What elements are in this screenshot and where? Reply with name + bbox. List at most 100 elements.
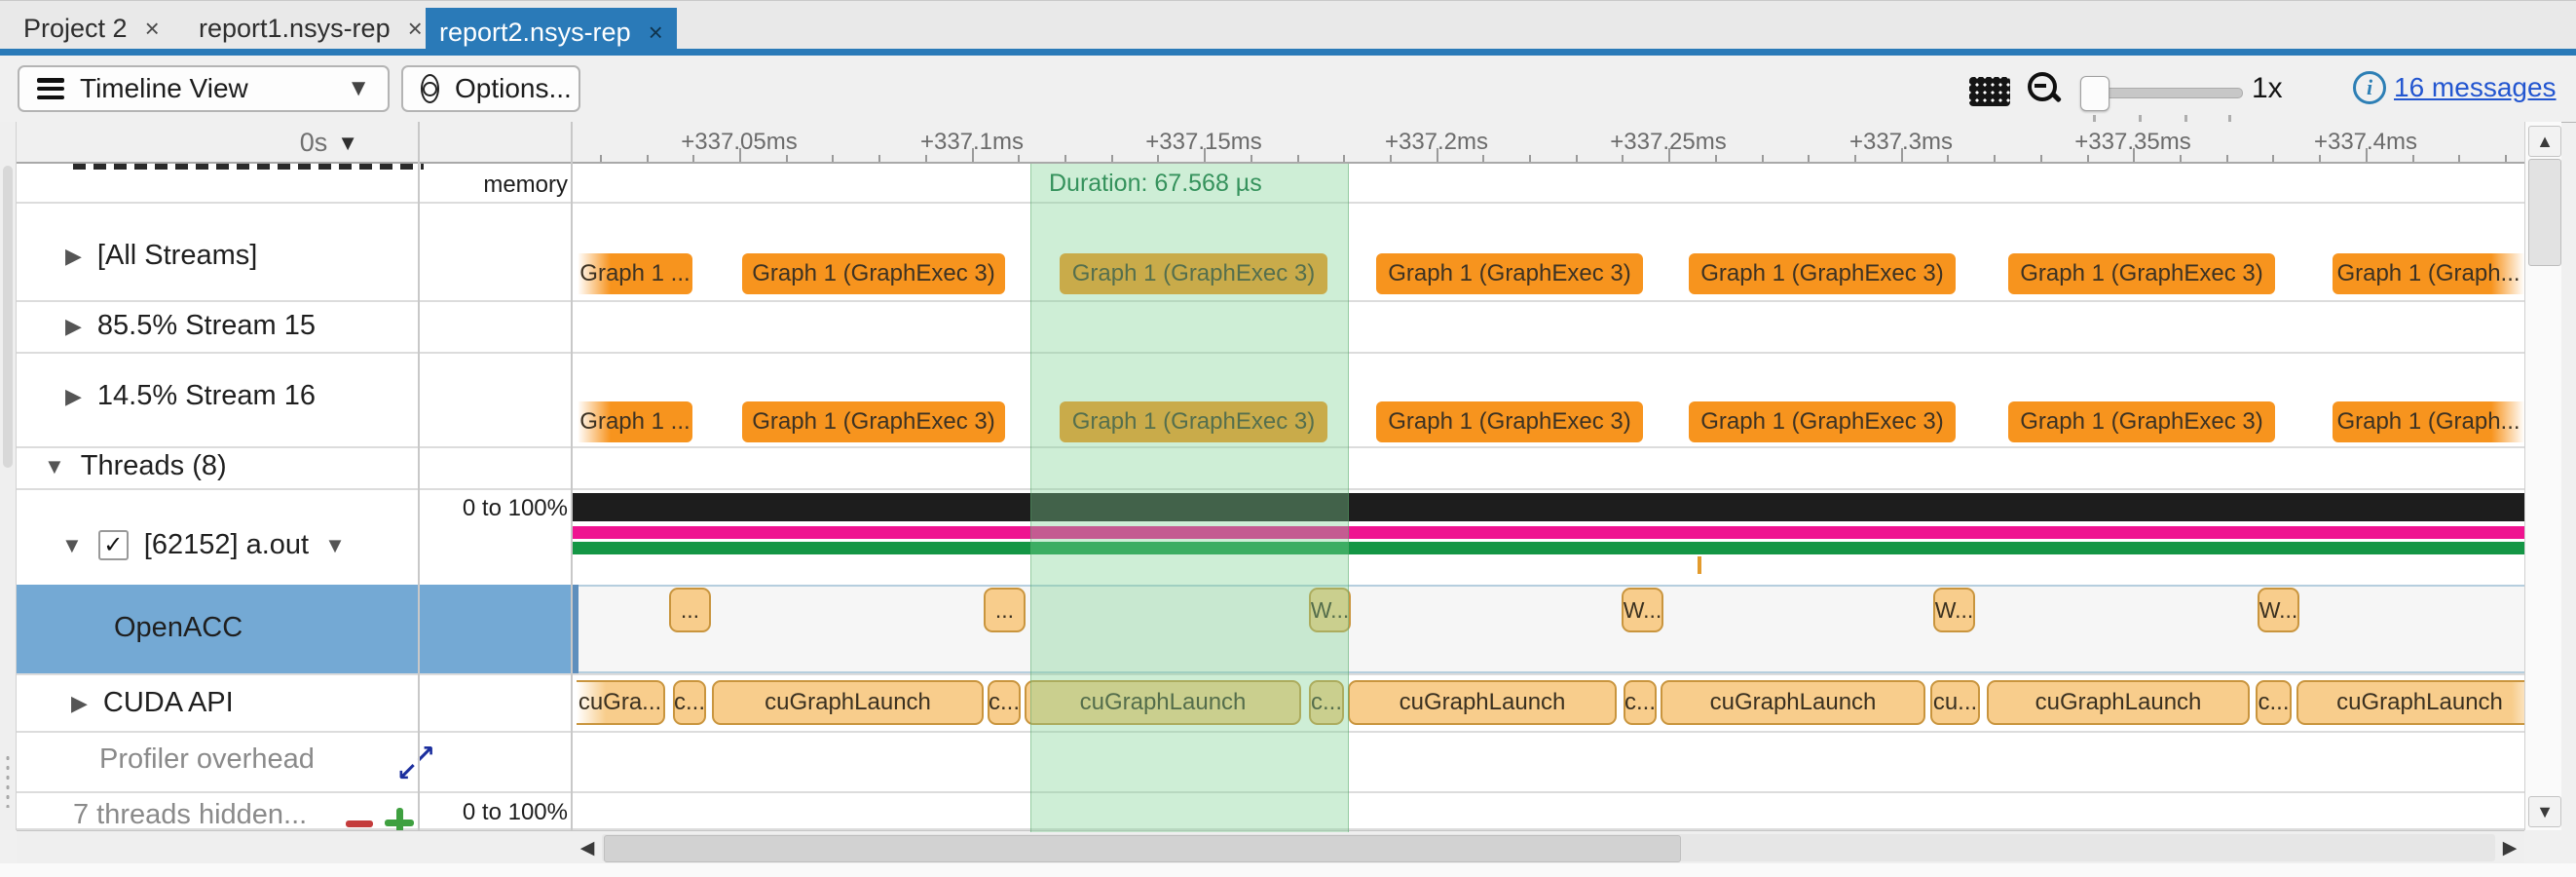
ruler-tick [2365,148,2368,162]
thread-state-bar[interactable] [572,526,2541,539]
sidebar-item-hidden-threads[interactable]: 7 threads hidden... [73,799,307,831]
graph-event-bar[interactable]: Graph 1 (GraphExec 3) [1376,253,1643,294]
openacc-row-highlight[interactable] [420,585,572,673]
options-button[interactable]: Options... [401,65,580,112]
row-label-text: CUDA API [102,687,234,718]
sidebar-item-process-aout[interactable]: ▼ ✓ [62152] a.out ▼ [61,529,346,561]
row-divider [17,731,2524,733]
ruler-origin[interactable]: 0s ▼ [300,128,358,158]
close-icon[interactable]: × [407,13,423,43]
horizontal-scrollbar[interactable]: ◀ ▶ [17,830,2524,863]
cuda-api-event-bar[interactable]: c... [673,680,706,725]
expand-triangle-icon[interactable]: ▶ [71,690,88,715]
view-selector-dropdown[interactable]: Timeline View ▼ [18,65,390,112]
cuda-api-event-bar[interactable]: cuGraphLaunch [1025,680,1301,725]
expand-triangle-icon[interactable]: ▶ [65,383,82,408]
row-label-text: 14.5% Stream 16 [96,380,316,411]
right-vertical-scrollbar[interactable]: ▲ ▼ [2524,122,2561,830]
event-marker[interactable] [1698,556,1701,574]
sidebar-item-profiler-overhead[interactable]: Profiler overhead [99,744,315,776]
graph-event-bar[interactable]: Graph 1 (GraphExec 3) [1376,401,1643,442]
scroll-right-icon[interactable]: ▶ [2502,837,2518,858]
cuda-api-event-bar[interactable]: cuGraphLaunch [1987,680,2250,725]
close-icon[interactable]: × [648,17,663,47]
add-icon[interactable] [385,808,414,837]
scroll-up-icon[interactable]: ▲ [2528,126,2561,157]
process-checkbox[interactable]: ✓ [97,530,129,560]
sidebar-item-openacc[interactable]: OpenACC [114,612,243,644]
openacc-event-box[interactable]: W... [1309,588,1351,632]
cuda-api-event-bar[interactable]: c... [2256,680,2292,725]
cuda-api-event-bar[interactable]: c... [1309,680,1344,725]
graph-event-bar[interactable]: Graph 1 (GraphExec 3) [1689,401,1956,442]
event-label: Graph 1 (GraphExec 3) [1700,408,1944,435]
thread-state-bar[interactable] [572,542,2541,554]
ruler-tick [1110,155,1113,162]
row-divider [17,828,2524,830]
ruler-time-label: +337.25ms [1610,129,1727,155]
scroll-left-icon[interactable]: ◀ [579,837,595,858]
openacc-event-box[interactable]: ... [984,588,1026,632]
graph-event-bar[interactable]: Graph 1 (GraphExec 3) [2008,401,2275,442]
left-vertical-scrollbar[interactable] [0,122,17,830]
chevron-down-icon[interactable]: ▼ [324,532,346,557]
sidebar-item-all-streams[interactable]: ▶ [All Streams] [65,240,257,272]
graph-event-bar[interactable]: Graph 1 (GraphExec 3) [742,401,1005,442]
graph-event-bar[interactable]: Graph 1 ... [578,253,692,294]
expand-triangle-icon[interactable]: ▶ [65,243,82,268]
collapse-triangle-icon[interactable]: ▼ [44,453,65,478]
row-label-text: OpenACC [114,612,243,643]
chevron-down-icon: ▼ [347,75,370,101]
thread-state-bar-running[interactable] [572,493,2541,521]
openacc-event-box[interactable]: W... [1622,588,1663,632]
collapse-triangle-icon[interactable]: ▼ [61,532,83,557]
tab-project[interactable]: Project 2 × [10,8,173,49]
graph-event-bar[interactable]: Graph 1 (GraphExec 3) [1689,253,1956,294]
cuda-api-event-bar[interactable]: cuGra... [577,680,665,725]
sidebar-item-threads[interactable]: ▼ Threads (8) [44,450,227,482]
zoom-out-icon[interactable] [2028,72,2063,103]
tab-report2-active[interactable]: report2.nsys-rep × [426,8,677,57]
expand-triangle-icon[interactable]: ▶ [65,313,82,338]
info-icon[interactable]: i [2353,71,2386,104]
cuda-api-event-bar[interactable]: c... [1624,680,1657,725]
scrollbar-thumb[interactable] [3,166,13,468]
sidebar-item-cuda-api[interactable]: ▶ CUDA API [71,687,234,719]
cuda-api-event-bar[interactable]: cuGraphLaunch [1348,680,1617,725]
graph-event-bar[interactable]: Graph 1 (Graph... [2333,401,2524,442]
scrollbar-thumb[interactable] [604,835,1681,862]
expand-row-icon[interactable]: ↗↙ [396,740,435,786]
graph-event-bar[interactable]: Graph 1 (GraphExec 3) [1060,401,1327,442]
cuda-api-event-bar[interactable]: c... [988,680,1021,725]
ruler-tick [2133,148,2136,162]
openacc-row-highlight[interactable] [17,585,418,673]
remove-icon[interactable] [346,820,373,827]
meter-label-percent: 0 to 100% [462,799,568,825]
graph-event-bar[interactable]: Graph 1 ... [578,401,692,442]
cuda-api-event-bar[interactable]: cuGraphLaunch [2296,680,2541,725]
openacc-event-box[interactable]: ... [669,588,711,632]
graph-event-bar[interactable]: Graph 1 (Graph... [2333,253,2524,294]
scroll-down-icon[interactable]: ▼ [2528,796,2561,827]
graph-event-bar[interactable]: Graph 1 (GraphExec 3) [2008,253,2275,294]
close-icon[interactable]: × [144,13,160,43]
panel-timeline-divider[interactable] [571,122,573,830]
keyboard-shortcuts-icon[interactable] [1969,77,2010,106]
graph-event-bar[interactable]: Graph 1 (GraphExec 3) [742,253,1005,294]
zoom-slider-handle[interactable] [2080,76,2109,111]
sidebar-item-stream-15[interactable]: ▶ 85.5% Stream 15 [65,310,316,342]
sidebar-item-stream-16[interactable]: ▶ 14.5% Stream 16 [65,380,316,412]
scrollbar-thumb[interactable] [2528,159,2561,266]
column-divider[interactable] [418,122,420,830]
cuda-api-event-bar[interactable]: cuGraphLaunch [712,680,984,725]
cuda-api-event-bar[interactable]: cuGraphLaunch [1661,680,1925,725]
tab-report1[interactable]: report1.nsys-rep × [185,8,436,49]
messages-link[interactable]: 16 messages [2394,72,2557,102]
openacc-event-box[interactable]: W... [2258,588,2299,632]
cuda-api-event-bar[interactable]: cu... [1930,680,1980,725]
openacc-event-box[interactable]: W... [1933,588,1975,632]
ruler-tick [1157,155,1160,162]
time-selection-overlay[interactable]: Duration: 67.568 µs [1030,164,1349,832]
graph-event-bar[interactable]: Graph 1 (GraphExec 3) [1060,253,1327,294]
